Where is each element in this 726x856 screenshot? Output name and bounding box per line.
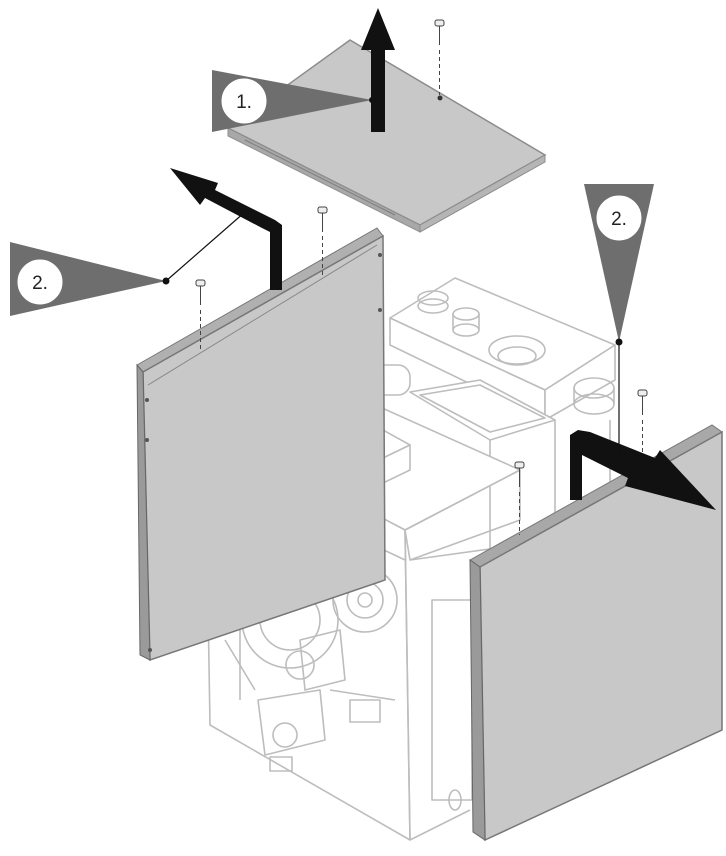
step-2-right-label: 2. [611, 209, 627, 230]
heat-exchanger-frame [369, 364, 611, 561]
left-rear-screw[interactable] [317, 206, 328, 278]
step-1-label: 1. [236, 92, 252, 113]
left-side-panel[interactable] [136, 227, 386, 662]
callout-step-1: 1. [212, 70, 375, 132]
callout-step-2-left: 2. [10, 211, 246, 316]
flue-connection-housing [389, 277, 616, 421]
callout-step-2-right: 2. [584, 184, 654, 458]
up-arrow-icon [361, 8, 395, 132]
top-cover-panel[interactable] [226, 39, 547, 233]
bent-up-left-arrow-icon [170, 168, 282, 290]
top-screw[interactable] [434, 19, 445, 95]
bent-down-right-arrow-icon [570, 430, 716, 510]
step-2-left-label: 2. [32, 273, 48, 294]
left-front-screw[interactable] [195, 279, 206, 350]
arrows [170, 8, 716, 510]
screws [195, 19, 648, 535]
right-front-screw[interactable] [514, 461, 525, 535]
right-rear-screw[interactable] [637, 389, 648, 460]
top-panel-screw-hole [437, 95, 443, 101]
